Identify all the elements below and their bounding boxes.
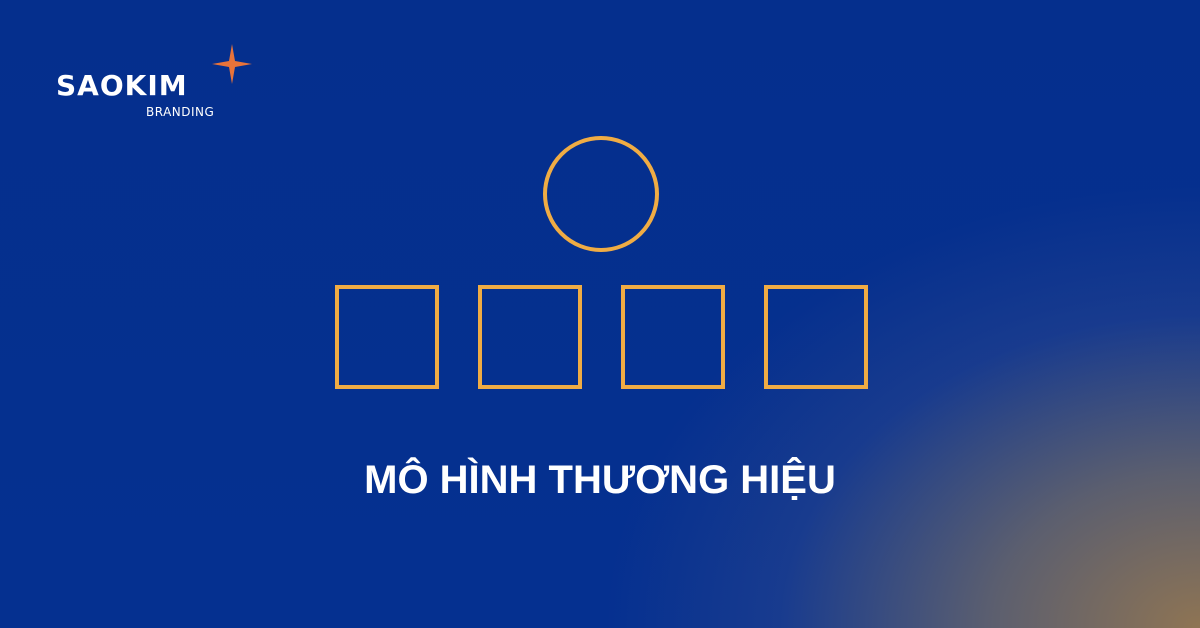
top-circle-shape bbox=[543, 136, 659, 252]
square-shape bbox=[335, 285, 439, 389]
brand-tagline: BRANDING bbox=[146, 105, 215, 119]
brand-logo: SAOKIM BRANDING bbox=[56, 44, 256, 124]
four-point-star-icon bbox=[212, 44, 252, 84]
square-shape bbox=[478, 285, 582, 389]
square-shape bbox=[621, 285, 725, 389]
square-shape bbox=[764, 285, 868, 389]
brand-name: SAOKIM bbox=[56, 69, 188, 102]
page-title: MÔ HÌNH THƯƠNG HIỆU bbox=[364, 458, 836, 502]
